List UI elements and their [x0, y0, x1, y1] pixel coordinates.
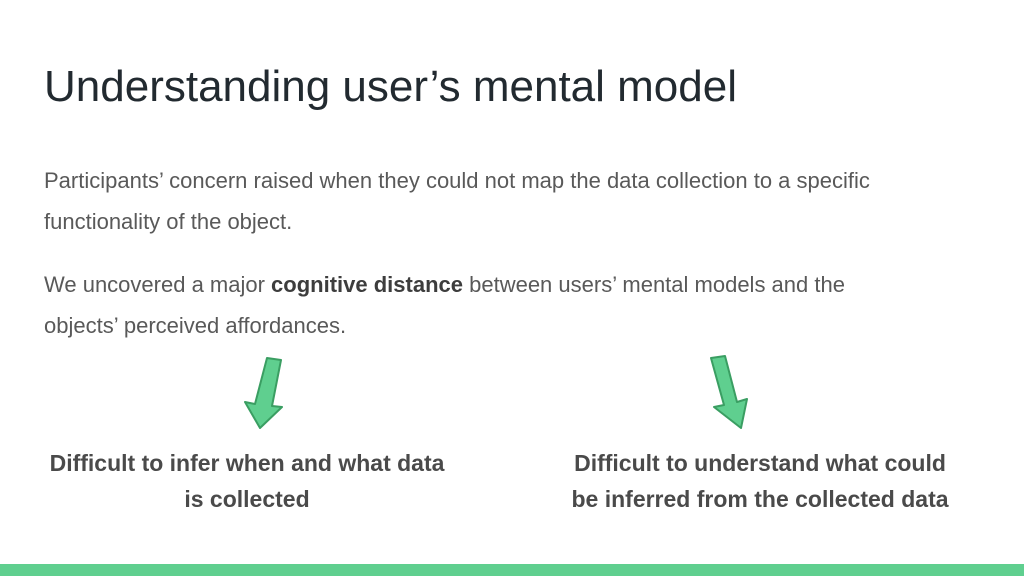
callout-understand-inference: Difficult to understand what could be in…: [571, 450, 949, 512]
paragraph-concern: Participants’ concern raised when they c…: [44, 168, 870, 234]
emphasis-cognitive-distance: cognitive distance: [271, 272, 463, 297]
paragraph-cognitive-distance: We uncovered a major cognitive distance …: [44, 264, 924, 346]
slide-title: Understanding user’s mental model: [44, 62, 737, 111]
down-arrow-icon: [710, 355, 748, 429]
paragraph-text-end: between users’ mental models and the obj…: [44, 272, 845, 338]
footer-accent-bar: [0, 564, 1024, 576]
paragraph-text-start: We uncovered a major: [44, 272, 272, 297]
callout-infer-collection: Difficult to infer when and what data is…: [49, 450, 445, 512]
down-arrow-icon: [244, 357, 283, 429]
